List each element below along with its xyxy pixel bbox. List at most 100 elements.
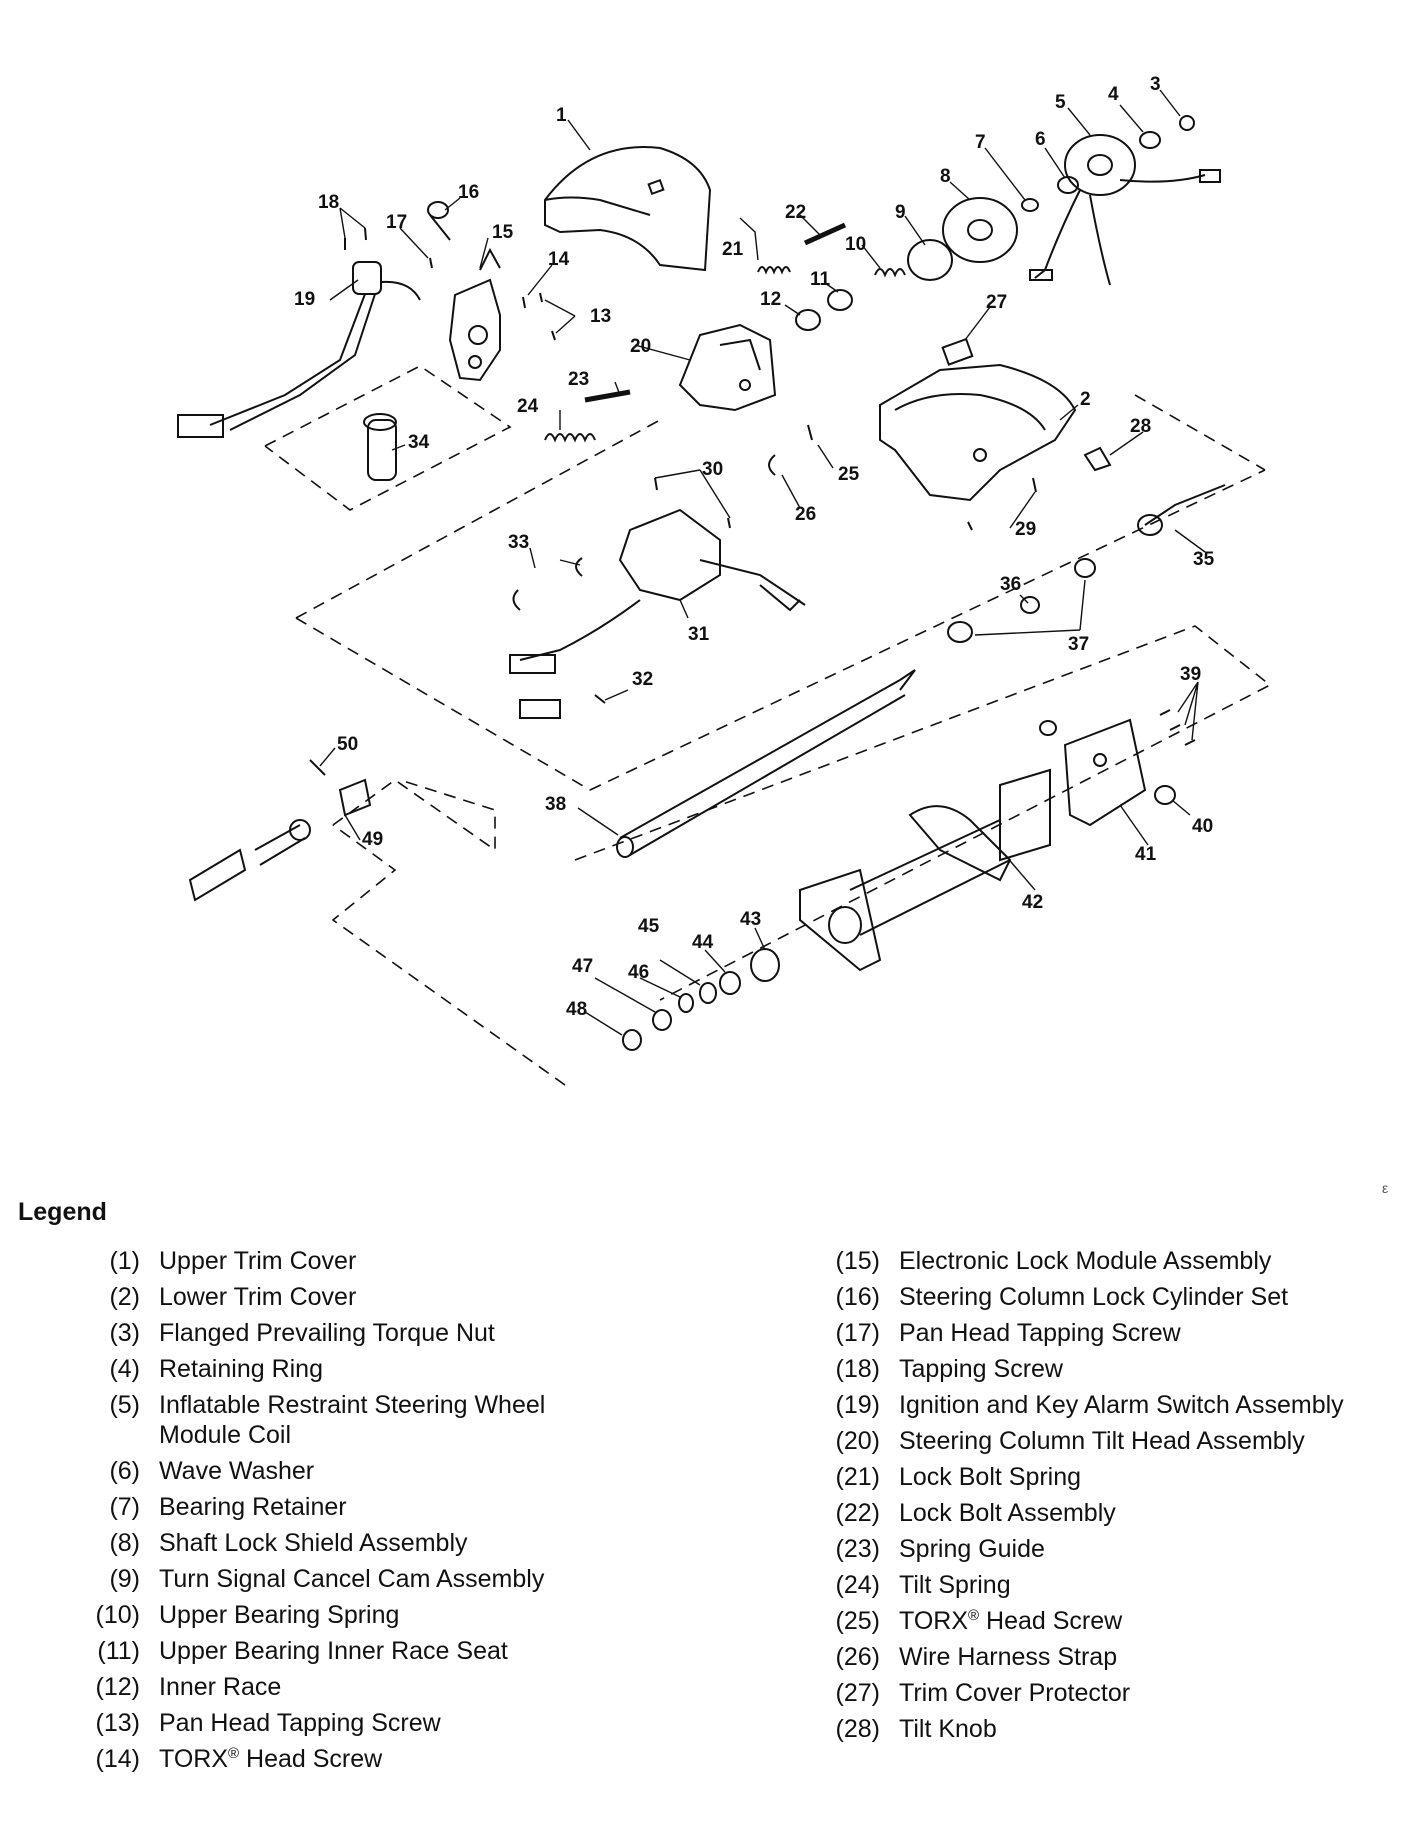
legend-left-column: (1)Upper Trim Cover (2)Lower Trim Cover … <box>60 1246 660 1780</box>
part-40 <box>1154 785 1176 805</box>
legend-item: (11)Upper Bearing Inner Race Seat <box>97 1637 508 1665</box>
legend-item: (17)Pan Head Tapping Screw <box>835 1319 1181 1347</box>
callout-1: 1 <box>556 105 567 126</box>
legend-right-column: (15)Electronic Lock Module Assembly (16)… <box>800 1246 1400 1750</box>
callout-7: 7 <box>975 132 986 153</box>
part-tilt-head <box>678 323 777 412</box>
callout-29: 29 <box>1015 519 1036 540</box>
callout-5: 5 <box>1055 92 1066 113</box>
part-spring-guide <box>584 389 631 403</box>
legend-item: (1)Upper Trim Cover <box>109 1247 357 1275</box>
callout-49: 49 <box>362 829 383 850</box>
callout-22: 22 <box>785 202 806 223</box>
corner-mark: ε <box>1382 1180 1389 1196</box>
part-module-coil <box>1029 134 1221 286</box>
callout-16: 16 <box>458 182 479 203</box>
legend-item: (27)Trim Cover Protector <box>835 1679 1131 1707</box>
callout-40: 40 <box>1192 816 1213 837</box>
part-47 <box>652 1009 672 1031</box>
part-39-bushing <box>1039 720 1057 736</box>
callout-37: 37 <box>1068 634 1089 655</box>
legend-item: (3)Flanged Prevailing Torque Nut <box>109 1319 495 1347</box>
part-electronic-lock-module <box>448 247 501 382</box>
legend-item: (8)Shaft Lock Shield Assembly <box>109 1529 468 1557</box>
callout-12: 12 <box>760 289 781 310</box>
part-wire-harness-strap <box>768 454 776 476</box>
callout-32: 32 <box>632 669 653 690</box>
part-bolt-50 <box>309 759 326 776</box>
part-nut <box>1179 115 1195 131</box>
part-lock-bolt-spring <box>757 266 791 275</box>
dashed-group-outlines <box>264 365 1272 1086</box>
legend-item: (12)Inner Race <box>95 1673 282 1701</box>
legend-item: (15)Electronic Lock Module Assembly <box>835 1247 1272 1275</box>
callout-48: 48 <box>566 999 587 1020</box>
callout-10: 10 <box>845 234 866 255</box>
callout-14: 14 <box>548 249 570 270</box>
callout-18: 18 <box>318 192 339 213</box>
part-screws-39 <box>1159 709 1196 746</box>
callout-30: 30 <box>702 459 723 480</box>
callout-34: 34 <box>408 432 430 453</box>
part-tilt-knob <box>1083 446 1112 472</box>
part-42-jacket <box>799 768 1051 972</box>
callout-44: 44 <box>692 932 714 953</box>
part-tapping-screws-18 <box>344 227 367 250</box>
legend-item: (5)Inflatable Restraint Steering Wheel M… <box>109 1391 546 1449</box>
part-48 <box>622 1029 642 1051</box>
callout-17: 17 <box>386 212 407 233</box>
part-37b <box>947 621 973 643</box>
part-torx-screw-14 <box>522 296 526 309</box>
legend-item: (28)Tilt Knob <box>835 1715 997 1743</box>
callout-13: 13 <box>590 306 611 327</box>
part-steering-shaft <box>616 669 916 858</box>
part-tilt-spring <box>544 433 596 443</box>
legend-item: (2)Lower Trim Cover <box>109 1283 357 1311</box>
part-torx-screw-25 <box>807 424 813 441</box>
part-ignition-switch <box>177 261 421 438</box>
callout-8: 8 <box>940 166 951 187</box>
callout-35: 35 <box>1193 549 1215 570</box>
callout-31: 31 <box>688 624 710 645</box>
part-intermediate-shaft <box>188 778 372 902</box>
part-lock-cylinder <box>427 201 451 241</box>
part-lock-bolt <box>803 222 847 246</box>
part-37a <box>1074 558 1096 578</box>
part-screws-30 <box>654 477 731 529</box>
legend-item: (4)Retaining Ring <box>109 1355 323 1383</box>
callout-46: 46 <box>628 962 649 983</box>
callout-6: 6 <box>1035 129 1046 150</box>
callout-20: 20 <box>630 336 651 357</box>
callout-28: 28 <box>1130 416 1151 437</box>
part-44 <box>719 971 741 995</box>
part-multifunction-switch <box>509 508 806 719</box>
legend-item: (21)Lock Bolt Spring <box>835 1463 1082 1491</box>
part-43 <box>750 948 780 982</box>
callout-50: 50 <box>337 734 358 755</box>
legend-item: (20)Steering Column Tilt Head Assembly <box>835 1427 1305 1455</box>
legend-item: (7)Bearing Retainer <box>109 1493 347 1521</box>
part-inner-race <box>795 309 821 331</box>
part-34 <box>363 413 397 481</box>
legend-item: (19)Ignition and Key Alarm Switch Assemb… <box>835 1391 1344 1419</box>
legend-item: (9)Turn Signal Cancel Cam Assembly <box>109 1565 545 1593</box>
legend-item: (6)Wave Washer <box>109 1457 315 1485</box>
part-screw-32 <box>594 694 606 704</box>
callout-3: 3 <box>1150 74 1161 95</box>
legend-item: (23)Spring Guide <box>835 1535 1045 1563</box>
legend-item: (22)Lock Bolt Assembly <box>835 1499 1116 1527</box>
part-cancel-cam <box>907 239 953 281</box>
callout-33: 33 <box>508 532 529 553</box>
callout-27: 27 <box>986 292 1007 313</box>
legend-item: (25)TORX® Head Screw <box>835 1607 1123 1635</box>
callout-15: 15 <box>492 222 514 243</box>
part-trim-cover-protector <box>941 337 974 366</box>
legend-item: (10)Upper Bearing Spring <box>95 1601 400 1629</box>
legend-item: (24)Tilt Spring <box>835 1571 1011 1599</box>
callout-42: 42 <box>1022 892 1043 913</box>
legend-item: (26)Wire Harness Strap <box>835 1643 1118 1671</box>
part-46 <box>678 993 694 1013</box>
legend-item: (16)Steering Column Lock Cylinder Set <box>835 1283 1289 1311</box>
callout-21: 21 <box>722 239 744 260</box>
callout-19: 19 <box>294 289 315 310</box>
